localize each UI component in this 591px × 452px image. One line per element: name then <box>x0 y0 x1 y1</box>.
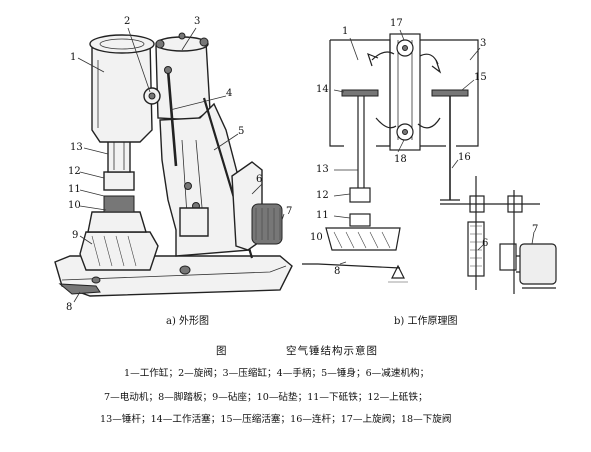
upper-die <box>103 171 135 191</box>
label-b-15: 15 <box>474 72 487 83</box>
label-a-9: 9 <box>72 230 78 241</box>
anvil-block <box>79 231 159 271</box>
principle-motor <box>519 243 557 285</box>
valve-channel <box>389 33 421 151</box>
electric-motor <box>251 203 283 245</box>
handle-bar <box>166 69 178 167</box>
flow-arrow-2 <box>419 53 439 65</box>
gear-1 <box>469 195 485 213</box>
working-cylinder <box>91 39 153 143</box>
leader-lines-b <box>333 29 535 265</box>
principle-compression-cylinder <box>420 39 479 147</box>
principle-anvil <box>325 227 401 251</box>
label-b-17: 17 <box>390 18 403 29</box>
base-bolt <box>179 265 191 275</box>
motor-shaft <box>516 255 520 273</box>
label-b-16: 16 <box>458 152 471 163</box>
cap-bolt-3 <box>178 32 186 40</box>
hammer-external-view: 1 2 3 4 5 6 7 8 9 10 11 12 13 <box>54 16 293 313</box>
ram-rod-shading <box>113 142 125 170</box>
label-a-3: 3 <box>194 16 200 27</box>
working-principle-diagram: 1 17 3 15 14 13 12 11 10 8 18 16 6 7 <box>302 18 557 294</box>
caption-a: a) 外形图 <box>166 315 209 327</box>
ram-rod <box>107 137 131 173</box>
label-b-18: 18 <box>394 154 407 165</box>
label-a-8: 8 <box>66 302 72 313</box>
working-piston <box>341 89 379 97</box>
base-edge <box>61 265 287 281</box>
principle-upper-die <box>349 187 371 203</box>
flow-arrow-4 <box>417 117 441 129</box>
label-a-1: 1 <box>70 52 76 63</box>
label-b-13: 13 <box>316 164 329 175</box>
label-b-10: 10 <box>310 232 323 243</box>
pedal-lever <box>302 263 401 269</box>
pedal-fulcrum <box>391 264 405 279</box>
cap-bolt-1 <box>155 39 165 49</box>
compression-piston <box>431 89 469 97</box>
arrow-head-1 <box>367 52 379 67</box>
label-a-7: 7 <box>286 206 292 217</box>
figure-title: 空气锤结构示意图 <box>286 344 378 357</box>
base-bolt-2 <box>91 276 101 284</box>
arrow-head-2 <box>431 59 442 74</box>
body-window <box>179 207 209 237</box>
upper-valve-hub <box>402 45 408 51</box>
figure-label: 图 <box>216 345 228 357</box>
anvil-pad <box>87 211 147 233</box>
flow-arrow-1 <box>371 51 395 61</box>
label-b-11: 11 <box>316 210 329 221</box>
label-b-3: 3 <box>480 38 486 49</box>
label-b-1: 1 <box>342 26 348 37</box>
label-a-6: 6 <box>256 174 262 185</box>
pulley-small <box>499 243 517 271</box>
lower-die <box>103 195 135 213</box>
motor-fins <box>255 208 281 240</box>
handle-knob <box>164 66 172 74</box>
label-b-14: 14 <box>316 84 329 95</box>
label-a-10: 10 <box>68 200 81 211</box>
lower-valve-hub <box>402 129 408 135</box>
label-a-11: 11 <box>68 184 81 195</box>
leader-lines-a <box>73 27 285 303</box>
foot-pedal-shape <box>58 283 101 295</box>
working-ram-rod <box>357 96 365 188</box>
caption-b: b) 工作原理图 <box>394 315 457 327</box>
flow-arrow-3 <box>375 117 397 129</box>
principle-lower-die <box>349 213 371 227</box>
valve-channel-inner <box>397 40 413 140</box>
legend-line-1: 1—工作缸；2—旋阀；3—压缩缸；4—手柄；5—锤身；6—减速机构； <box>124 367 429 379</box>
compression-cylinder <box>155 41 211 121</box>
working-cylinder-cap <box>89 34 155 54</box>
rotary-valve-hub <box>148 92 156 100</box>
label-a-4: 4 <box>226 88 232 99</box>
pulley-hatch <box>470 225 482 267</box>
label-b-12: 12 <box>316 190 329 201</box>
label-a-2: 2 <box>124 16 130 27</box>
label-a-5: 5 <box>238 126 244 137</box>
anvil-hatching <box>91 235 137 267</box>
cap-ring <box>99 38 145 50</box>
label-b-6: 6 <box>482 238 488 249</box>
cap-bolt-2 <box>199 37 209 47</box>
anvil-hatching-b <box>333 231 391 249</box>
legend-line-3: 13—锤杆；14—工作活塞；15—压缩活塞；16—连杆；17—上旋阀；18—下旋… <box>100 413 451 425</box>
label-a-13: 13 <box>70 142 83 153</box>
body-rivet-1 <box>184 182 192 190</box>
gear-2 <box>507 195 523 213</box>
label-a-12: 12 <box>68 166 81 177</box>
legend-line-2: 7—电动机；8—脚踏板；9—砧座；10—砧垫；11—下砥铁；12—上砥铁； <box>104 391 428 403</box>
pulley-large <box>467 221 485 277</box>
label-b-7: 7 <box>532 224 538 235</box>
label-b-8: 8 <box>334 266 340 277</box>
